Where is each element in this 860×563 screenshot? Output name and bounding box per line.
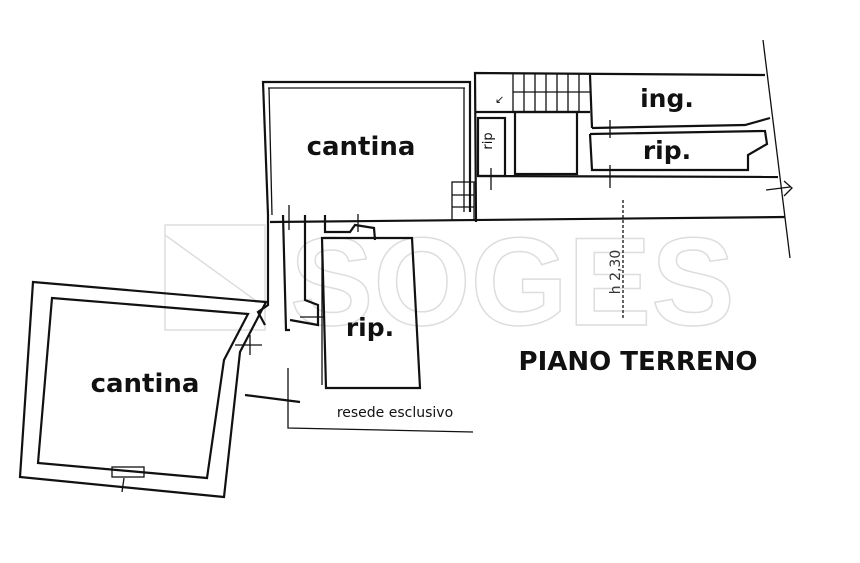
lower-cantina-walls (18, 280, 268, 499)
upper-cantina-walls (261, 80, 475, 221)
yard-wall (244, 393, 301, 404)
lower-storage-walls (320, 236, 422, 390)
plan-title: PIANO TERRENO (519, 347, 758, 377)
watermark-logo (164, 224, 266, 331)
yard-label: resede esclusivo (337, 405, 453, 421)
room-label-cantina-upper: cantina (307, 132, 416, 162)
property-boundary (762, 39, 791, 259)
yard-boundary (287, 368, 474, 433)
room-label-storage-small: rip (481, 132, 496, 149)
room-label-entrance: ing. (640, 84, 694, 113)
boundary-wall (269, 215, 786, 224)
height-note: h 2,30 (608, 250, 624, 295)
arrow-mark: ↙ (495, 93, 504, 106)
watermark: SOGES (290, 213, 735, 352)
room-label-storage-lower: rip. (346, 313, 394, 342)
room-label-storage-upper: rip. (643, 136, 691, 165)
entrance-block-walls: ↙ (473, 71, 793, 223)
room-label-cantina-lower: cantina (91, 369, 200, 399)
